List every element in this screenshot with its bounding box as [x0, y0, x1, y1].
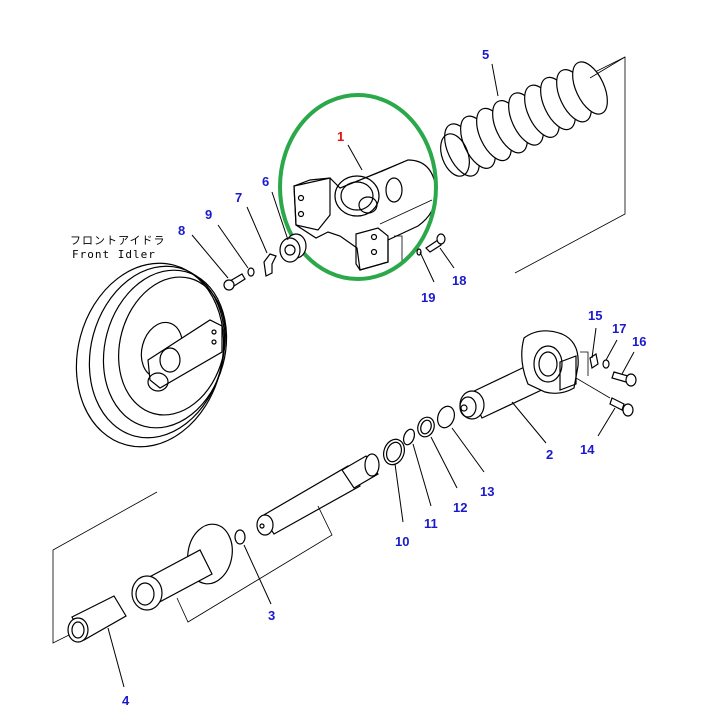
clip-part-15[interactable]: [589, 353, 599, 369]
washer-part-17[interactable]: [602, 359, 610, 369]
washer-part-19[interactable]: [416, 248, 422, 256]
snap-ring-part-11[interactable]: [402, 428, 417, 446]
callout-15[interactable]: 15: [588, 308, 603, 323]
front-idler-wheel: [75, 262, 228, 448]
spring-coil: [572, 61, 608, 115]
callout-14[interactable]: 14: [580, 442, 595, 457]
bolt-part-16[interactable]: [611, 371, 637, 387]
callout-9[interactable]: 9: [205, 207, 213, 222]
washer-part-9[interactable]: [247, 267, 255, 277]
bolt-part-18[interactable]: [425, 233, 446, 253]
highlight-ellipse: [278, 93, 438, 281]
cylinder-part-2[interactable]: [459, 330, 589, 420]
callout-7[interactable]: 7: [235, 190, 243, 205]
callout-12[interactable]: 12: [453, 500, 468, 515]
callout-16[interactable]: 16: [632, 334, 647, 349]
front-idler-caption-jp: フロントアイドラ: [70, 234, 166, 247]
assembly-frame-lower: [52, 491, 158, 644]
callout-18[interactable]: 18: [452, 273, 467, 288]
front-idler-caption-en: Front Idler: [72, 248, 156, 261]
bushing-part-6[interactable]: [279, 233, 307, 263]
callout-11[interactable]: 11: [424, 516, 438, 531]
callout-10[interactable]: 10: [395, 534, 410, 549]
bolt-part-8[interactable]: [223, 273, 246, 291]
leader-lines: [107, 63, 635, 688]
callout-17[interactable]: 17: [612, 321, 627, 336]
ring-part-13[interactable]: [435, 404, 458, 430]
callout-3[interactable]: 3: [268, 608, 276, 623]
yoke-part-1[interactable]: [293, 159, 437, 271]
rod-part-3[interactable]: [131, 453, 380, 623]
callout-8[interactable]: 8: [178, 223, 186, 238]
plate-part-7[interactable]: [263, 253, 277, 277]
assembly-frame-upper: [514, 56, 626, 274]
spring-part-5[interactable]: [435, 56, 626, 182]
callout-5[interactable]: 5: [482, 47, 490, 62]
bushing-part-4[interactable]: [67, 595, 127, 643]
ring-part-12[interactable]: [415, 415, 437, 439]
callout-2[interactable]: 2: [546, 447, 554, 462]
callout-4[interactable]: 4: [122, 693, 130, 708]
callout-6[interactable]: 6: [262, 174, 270, 189]
bolt-part-14[interactable]: [575, 377, 634, 417]
seal-part-10[interactable]: [380, 436, 408, 467]
callout-1[interactable]: 1: [337, 129, 345, 144]
callout-13[interactable]: 13: [480, 484, 495, 499]
callout-19[interactable]: 19: [421, 290, 436, 305]
